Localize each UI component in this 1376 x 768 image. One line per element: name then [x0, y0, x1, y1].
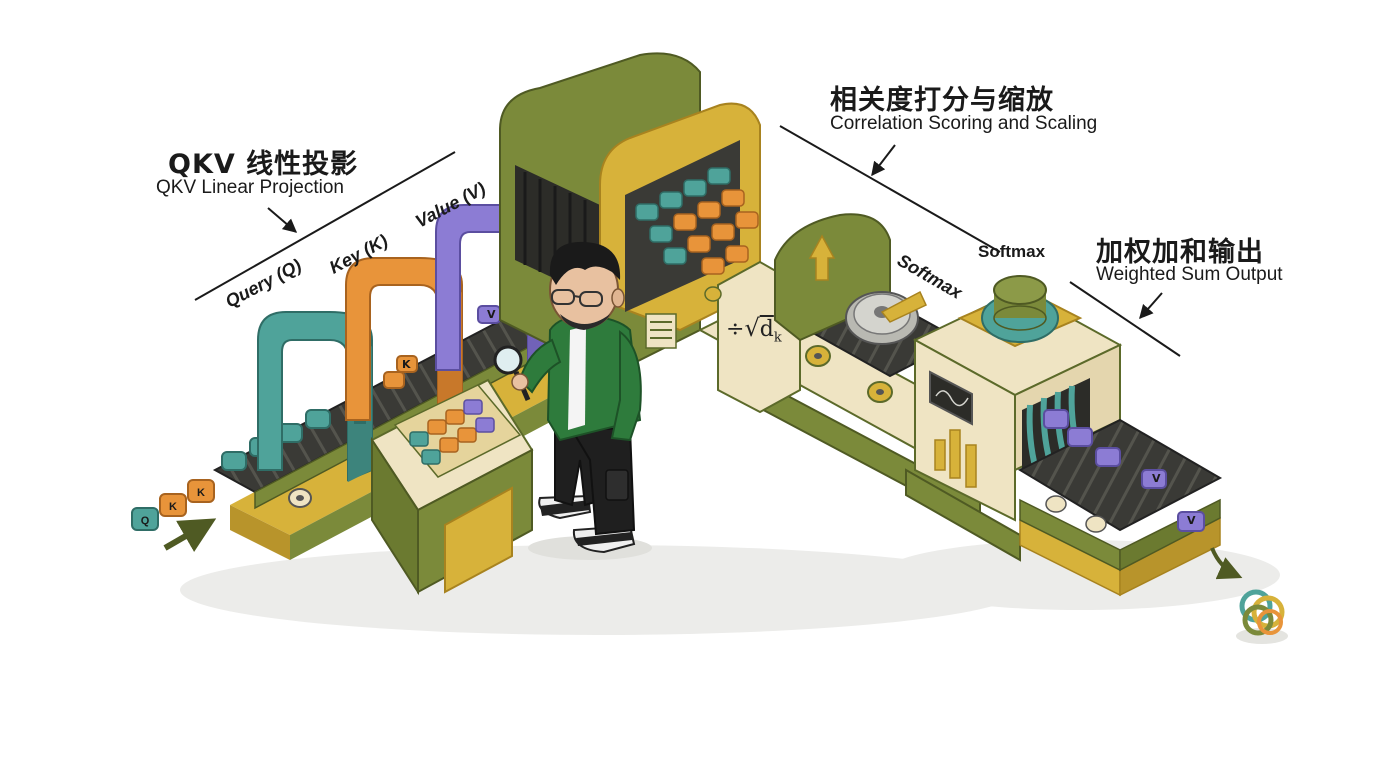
formula-radicand: d	[759, 317, 774, 342]
formula-subscript: k	[773, 330, 782, 346]
output-machine	[905, 275, 1123, 562]
scoring-pointer-arrow	[871, 144, 896, 177]
weighted-pointer-arrow	[1139, 292, 1163, 320]
entry-arrow	[163, 518, 217, 552]
weighted-bracket-line	[1069, 281, 1181, 357]
qkv-title-en: QKV Linear Projection	[156, 177, 344, 198]
entry-token-k2: K	[197, 487, 205, 499]
output-knot-icon	[1236, 589, 1288, 644]
value-token-letter: V	[487, 308, 496, 321]
exit-token-letter: V	[1187, 514, 1196, 527]
output-token-letter: V	[1152, 472, 1161, 485]
scaling-formula: ÷√dk	[726, 314, 782, 346]
qkv-title-zh: QKV 线性投影	[168, 149, 359, 180]
softmax-dial	[845, 290, 927, 345]
ground-shadow	[180, 545, 1020, 635]
key-token-letter: K	[402, 358, 411, 371]
scoring-token-grid	[635, 167, 759, 275]
person-figure	[493, 241, 652, 560]
softmax-top-label: Softmax	[978, 242, 1046, 261]
console-buttons	[409, 399, 495, 465]
scoring-title-zh: 相关度打分与缩放	[830, 85, 1054, 116]
qkv-pointer-arrow	[267, 207, 298, 233]
formula-divide: ÷	[726, 317, 745, 342]
entry-tokens: Q K K	[131, 479, 215, 531]
scoring-title-en: Correlation Scoring and Scaling	[830, 113, 1098, 134]
entry-token-q: Q	[141, 515, 150, 527]
weighted-title-zh: 加权加和输出	[1096, 237, 1264, 268]
exit-arrow	[1210, 547, 1243, 580]
qkv-bracket-line	[194, 151, 456, 301]
entry-token-k: K	[169, 501, 177, 513]
output-tokens	[1043, 409, 1205, 532]
scoring-bracket-line	[779, 125, 1001, 253]
weighted-title-en: Weighted Sum Output	[1096, 264, 1283, 285]
right-conveyor	[1017, 418, 1223, 597]
